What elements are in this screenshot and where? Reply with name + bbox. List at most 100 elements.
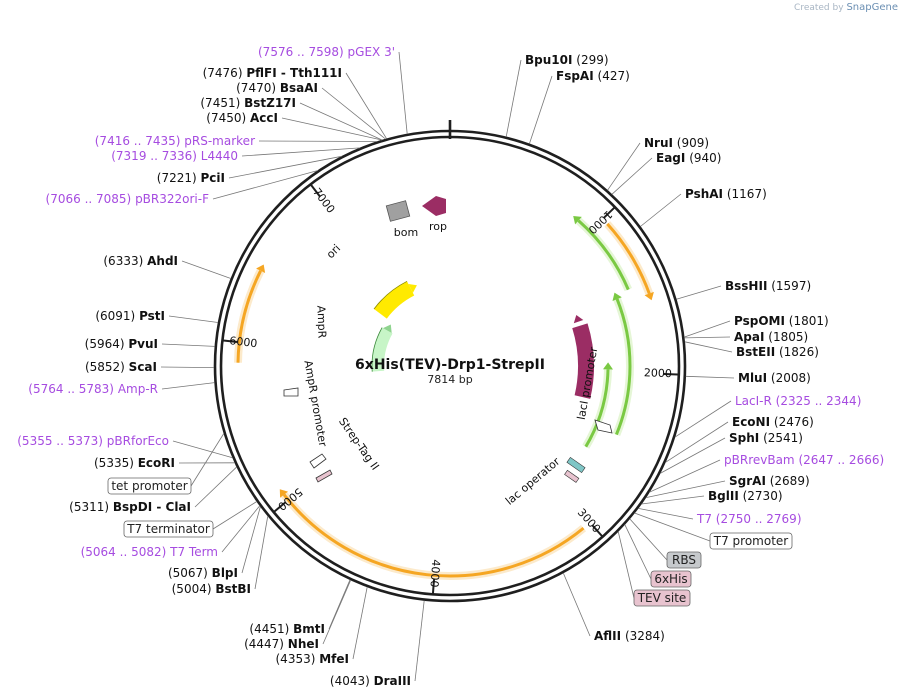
primer-name: Amp-R [118,382,158,396]
feature-label-rbs: RBS [672,553,696,567]
arc-green-2 [615,298,632,436]
tick-label-4000: 4000 [427,559,442,588]
enzyme-bglii: BglII (2730) [708,489,783,503]
primer-pgex-3-leader [398,51,408,134]
enzyme-apai-leader [684,336,731,339]
arc-green-3 [584,369,610,448]
primer-range: (7319 .. 7336) [111,149,197,163]
lacI-promoter-glyph [594,419,613,434]
arc-orange-bottom [282,493,585,578]
enzyme-name: PshAI [685,187,723,201]
enzyme-bsteii: BstEII (1826) [736,345,819,359]
enzyme-position: (4447) [244,637,284,651]
enzyme-position: (4353) [276,652,316,666]
bom-box [385,200,411,222]
enzyme-position: (1805) [768,330,808,344]
arc-orange-right [606,222,651,295]
primer-pbrrevbam-leader [649,459,721,493]
rop-label: rop [429,220,447,233]
feature-arcs-layer [234,216,654,580]
enzyme-position: (7476) [203,66,243,80]
enzyme-name: FspAI [556,69,594,83]
tick-mark-5000 [273,501,286,513]
enzyme-pvui-leader [161,343,215,347]
enzyme-position: (3284) [625,629,665,643]
enzyme-bstbi-leader [254,515,269,590]
enzyme-pshai-leader [640,193,682,227]
enzyme-name: Bpu10I [525,53,572,67]
enzyme-name: NheI [288,637,319,651]
enzyme-scai: (5852) ScaI [85,360,157,374]
enzyme-draiii-leader [414,600,425,682]
primer-range: (2750 .. 2769) [716,512,802,526]
enzyme-name: AflII [594,629,621,643]
enzyme-scai-leader [160,366,215,368]
primer-t7-leader [638,508,694,520]
enzyme-nrui: NruI (909) [644,136,709,150]
enzyme-bsaai-leader [321,87,386,140]
arc-ampR-head [383,324,392,333]
enzyme-name: PciI [201,171,226,185]
enzyme-position: (1597) [771,279,811,293]
enzyme-acci-leader [281,117,382,141]
primer-laci-r-leader [674,400,732,438]
enzyme-position: (2476) [774,415,814,429]
enzyme-name: DraIII [374,674,411,688]
primer-pgex-3: (7576 .. 7598) pGEX 3' [258,45,395,59]
enzyme-position: (2730) [743,489,783,503]
enzyme-name: BlpI [212,566,238,580]
enzyme-name: BstZ17I [244,96,296,110]
primer-range: (2325 .. 2344) [776,394,862,408]
enzyme-mfei-leader [352,586,368,660]
primer-t7: T7 (2750 .. 2769) [696,512,802,526]
enzyme-position: (5852) [85,360,125,374]
enzyme-pvui: (5964) PvuI [85,337,158,351]
plasmid-length: 7814 bp [427,373,472,386]
enzyme-sphi-leader [660,437,726,474]
enzyme-name: ApaI [734,330,764,344]
primer-l4440: (7319 .. 7336) L4440 [111,149,238,163]
primer-range: (7066 .. 7085) [46,192,132,206]
arc-orange-bottom-head [279,489,288,498]
arc-green-3-head [603,362,613,370]
box-leader-t7-promoter [634,512,711,542]
enzyme-position: (2008) [771,371,811,385]
primer-t7-term: (5064 .. 5082) T7 Term [81,545,218,559]
enzyme-name: BspDI - ClaI [113,500,191,514]
enzyme-name: AhdI [147,254,178,268]
primer-range: (2647 .. 2666) [798,453,884,467]
enzyme-eagi: EagI (940) [656,151,721,165]
primer-pbr322ori-f: (7066 .. 7085) pBR322ori-F [46,192,210,206]
enzyme-position: (6333) [103,254,143,268]
enzyme-mlui: MluI (2008) [738,371,811,385]
enzyme-psti: (6091) PstI [95,309,165,323]
enzyme-bmti: (4451) BmtI [249,622,325,636]
enzyme-name: BmtI [293,622,325,636]
enzyme-apai: ApaI (1805) [734,330,808,344]
enzyme-bpu10i-leader [505,59,522,137]
primer-l4440-leader [241,147,360,157]
arc-lacI [572,323,594,399]
enzyme-position: (5067) [168,566,208,580]
enzyme-nhei-leader [322,579,352,645]
enzyme-mlui-leader [685,375,735,379]
feature-label-t7-promoter: T7 promoter [713,534,789,548]
enzyme-bglii-leader [641,495,705,505]
tick-label-7000: 7000 [310,186,337,216]
enzyme-position: (2541) [763,431,803,445]
strep-glyph [309,453,327,469]
box-leader-t7-terminator [212,501,258,530]
enzyme-bpu10i: Bpu10I (299) [525,53,609,67]
enzyme-pshai: PshAI (1167) [685,187,767,201]
enzyme-name: EagI [656,151,685,165]
enzyme-name: AccI [250,111,278,125]
plasmid-name: 6xHis(TEV)-Drp1-StrepII [355,357,545,373]
arc-green-2-head [612,292,622,301]
enzyme-position: (7450) [206,111,246,125]
enzyme-position: (1801) [789,314,829,328]
enzyme-position: (299) [576,53,608,67]
strep-glyph-2 [315,469,333,483]
feature-box-tev-site [633,589,691,607]
feature-box-6xhis [650,570,692,588]
